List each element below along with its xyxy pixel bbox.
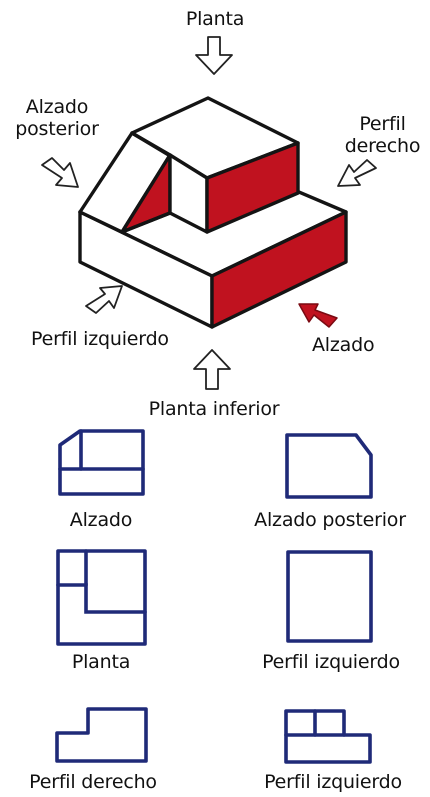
label-planta-inferior-arrow: Planta inferior [148,398,280,420]
arrow-down-right-icon [41,157,79,188]
view-label-perfil-derecho: Perfil derecho [29,771,157,793]
view-label-perfil-izquierdo-2: Perfil izquierdo [264,771,402,793]
view-alzado-posterior [285,433,373,499]
view-label-alzado-posterior: Alzado posterior [254,509,406,531]
view-label-perfil-izquierdo-1: Perfil izquierdo [262,651,400,673]
view-perfil-izquierdo-1 [286,550,373,643]
label-perfil-derecho-arrow: Perfil derecho [344,113,421,157]
view-perfil-derecho [55,707,148,763]
orthographic-views [55,429,373,764]
direction-arrows [41,36,377,390]
base-right-face-red [210,210,348,329]
arrow-down-icon [195,36,233,75]
view-alzado [58,429,145,496]
view-perfil-izquierdo-2 [284,709,372,764]
label-perfil-izquierdo-arrow: Perfil izquierdo [31,328,169,350]
arrow-down-left-icon [337,159,377,187]
upper-base-edge [120,211,172,234]
label-alzado-posterior-arrow: Alzado posterior [15,96,99,140]
arrow-up-right-icon [85,285,123,314]
view-planta [56,549,147,646]
arrow-up-icon [193,349,231,390]
upper-slope-edge [130,131,172,157]
isometric-block [78,96,348,329]
label-planta-arrow: Planta [185,8,245,30]
upper-right-face-red [205,141,300,234]
view-label-alzado: Alzado [69,509,133,531]
arrow-up-left-red-icon [298,303,338,328]
label-alzado-arrow: Alzado [312,334,375,356]
view-label-planta: Planta [71,651,131,673]
